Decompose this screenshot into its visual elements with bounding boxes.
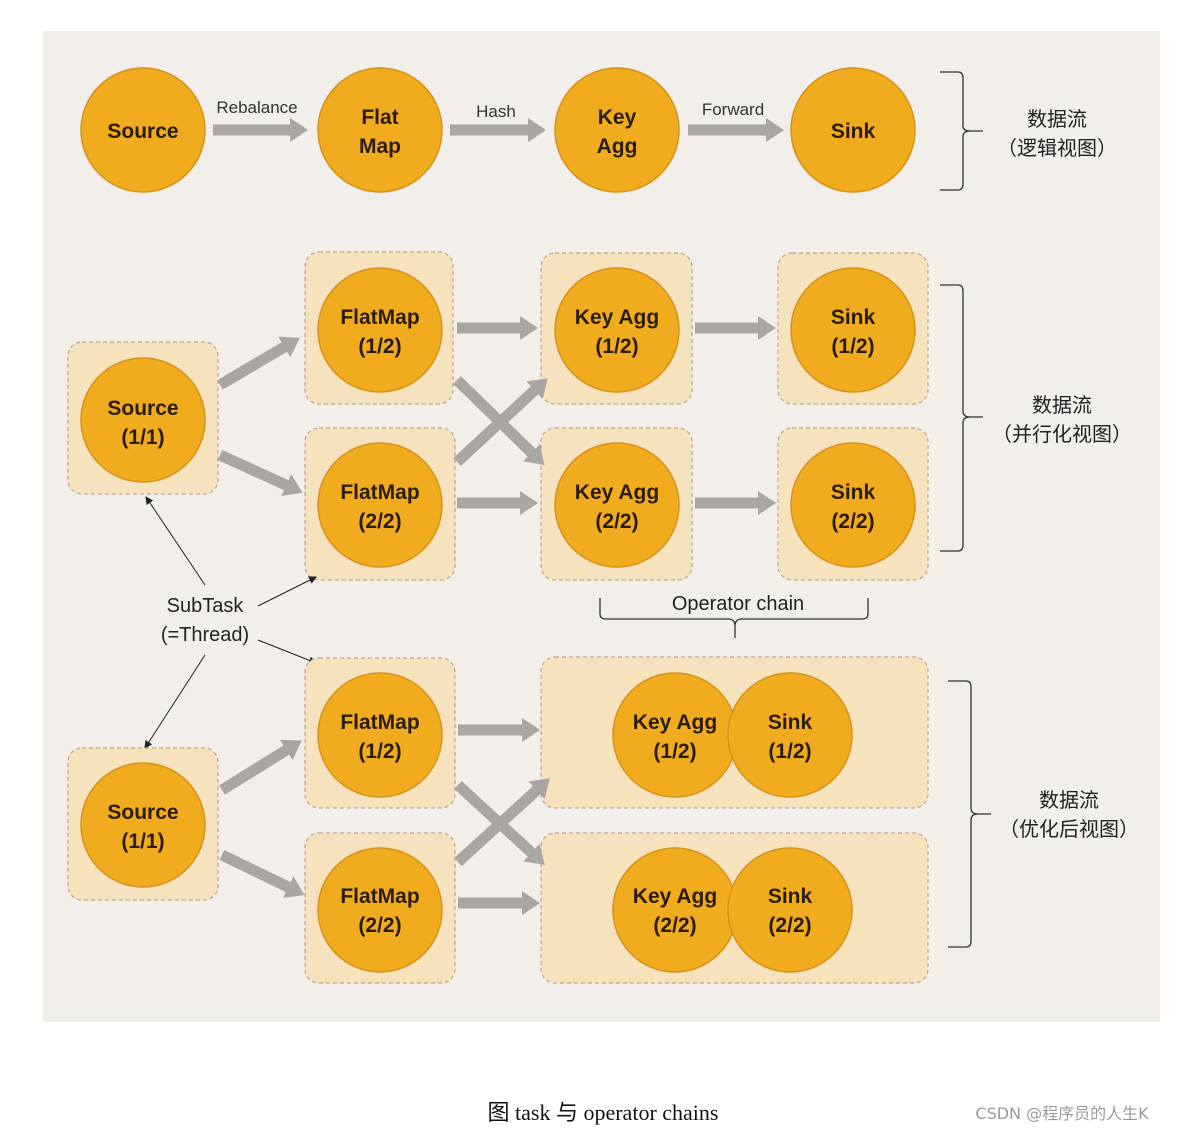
node-source — [80, 762, 206, 888]
node-label: Source — [107, 120, 178, 143]
node-keyagg-1 — [612, 672, 738, 798]
node-label: (2/2) — [358, 914, 401, 937]
view-label: 数据流 — [1032, 393, 1092, 417]
edge-arrow — [453, 378, 548, 467]
node-label: Sink — [768, 711, 813, 734]
subtask-label: SubTask — [167, 595, 245, 617]
brace — [948, 680, 991, 948]
node-label: FlatMap — [340, 306, 419, 329]
edge-arrow — [453, 376, 545, 466]
edge-arrow — [454, 778, 550, 867]
node-label: Key Agg — [633, 885, 717, 908]
logical-view: Rebalance Hash Forward Source Flat Map K… — [80, 67, 1117, 193]
node-label: Sink — [831, 481, 876, 504]
node-sink — [790, 67, 916, 193]
node-sink-1 — [727, 672, 853, 798]
node-label: (2/2) — [831, 510, 874, 533]
node-source — [80, 67, 206, 193]
node-source — [80, 357, 206, 483]
brace — [940, 284, 983, 552]
node-label: FlatMap — [340, 481, 419, 504]
node-label: Key — [598, 106, 637, 129]
node-label: Key Agg — [633, 711, 717, 734]
node-label: Source — [107, 397, 178, 420]
brace — [940, 71, 983, 191]
node-label: (2/2) — [768, 914, 811, 937]
view-label: （优化后视图） — [999, 817, 1139, 841]
view-label: （逻辑视图） — [997, 136, 1117, 160]
node-label: Key Agg — [575, 306, 659, 329]
node-label: (1/2) — [831, 335, 874, 358]
edge-arrow — [454, 780, 545, 865]
edge-arrow — [217, 336, 300, 390]
operator-chain-brace — [599, 598, 869, 638]
annotations: SubTask (=Thread) Operator chain — [144, 496, 869, 749]
node-label: (1/2) — [595, 335, 638, 358]
pointer-arrow — [257, 576, 317, 607]
edge-label-rebalance: Rebalance — [216, 98, 297, 117]
node-label: (2/2) — [358, 510, 401, 533]
operator-chain-label: Operator chain — [672, 593, 804, 615]
parallel-view: Source (1/1) FlatMap (1/2) FlatMap (2/2)… — [67, 251, 1132, 581]
node-flatmap-1 — [317, 267, 443, 393]
node-label: Key Agg — [575, 481, 659, 504]
node-label: Sink — [831, 120, 876, 143]
node-label: Sink — [831, 306, 876, 329]
pointer-arrow — [144, 654, 206, 749]
node-label: (1/2) — [358, 740, 401, 763]
node-keyagg-2 — [612, 847, 738, 973]
edge-arrow — [219, 850, 305, 898]
figure-caption: 图 task 与 operator chains — [488, 1100, 719, 1125]
node-flatmap-2 — [317, 442, 443, 568]
node-label: (1/2) — [768, 740, 811, 763]
node-flatmap-1 — [317, 672, 443, 798]
edge-arrow — [219, 739, 302, 795]
subtask-label: (=Thread) — [161, 624, 249, 646]
node-label: (1/1) — [121, 426, 164, 449]
node-sink-2 — [727, 847, 853, 973]
node-label: (1/2) — [653, 740, 696, 763]
edge-label-forward: Forward — [702, 100, 764, 119]
node-label: (2/2) — [595, 510, 638, 533]
node-label: Flat — [361, 106, 398, 129]
node-label: (2/2) — [653, 914, 696, 937]
node-label: FlatMap — [340, 711, 419, 734]
node-flatmap-2 — [317, 847, 443, 973]
node-label: FlatMap — [340, 885, 419, 908]
node-sink-2 — [790, 442, 916, 568]
node-keyagg-2 — [554, 442, 680, 568]
view-label: 数据流 — [1027, 107, 1087, 131]
view-label: （并行化视图） — [992, 422, 1132, 446]
node-sink-1 — [790, 267, 916, 393]
node-flatmap — [317, 67, 443, 193]
optimized-view: Source (1/1) FlatMap (1/2) FlatMap (2/2)… — [67, 656, 1139, 984]
watermark: CSDN @程序员的人生K — [975, 1104, 1149, 1123]
node-keyagg — [554, 67, 680, 193]
edge-arrow — [217, 449, 303, 497]
node-label: (1/2) — [358, 335, 401, 358]
pointer-arrow — [257, 639, 317, 665]
node-label: Agg — [597, 135, 638, 158]
node-label: (1/1) — [121, 830, 164, 853]
view-label: 数据流 — [1039, 788, 1099, 812]
node-label: Source — [107, 801, 178, 824]
node-label: Map — [359, 135, 401, 158]
node-keyagg-1 — [554, 267, 680, 393]
pointer-arrow — [145, 496, 206, 586]
edge-label-hash: Hash — [476, 102, 516, 121]
node-label: Sink — [768, 885, 813, 908]
